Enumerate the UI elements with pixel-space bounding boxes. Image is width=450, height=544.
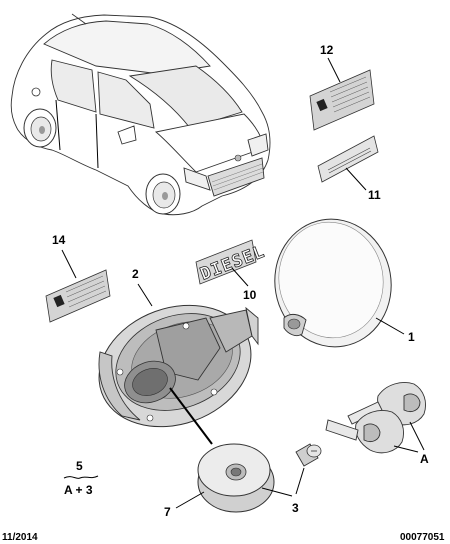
callout-1: 1: [375, 317, 415, 344]
car-illustration: [10, 13, 271, 216]
diesel-label-10: DIESEL: [195, 239, 268, 285]
chinese-info-label-11: [317, 135, 379, 183]
callout-A: A: [393, 421, 429, 466]
callout-7: 7: [164, 491, 205, 519]
fuel-flap-1: [274, 218, 392, 348]
callout-12: 12: [320, 43, 341, 83]
callout-14: 14: [52, 233, 77, 279]
key-2: [325, 410, 404, 454]
svg-text:7: 7: [164, 505, 171, 519]
svg-text:2: 2: [132, 267, 139, 281]
filler-housing-2: [98, 304, 259, 445]
svg-text:11: 11: [368, 188, 381, 202]
fuel-info-label-12: [309, 69, 375, 131]
callout-3: 3: [261, 467, 305, 515]
svg-text:A + 3: A + 3: [64, 483, 93, 497]
footer-date: 11/2014: [2, 532, 38, 543]
callout-11: 11: [345, 167, 381, 202]
svg-text:3: 3: [292, 501, 299, 515]
callout-2: 2: [132, 267, 153, 307]
svg-text:12: 12: [320, 43, 334, 57]
svg-text:5: 5: [76, 459, 83, 473]
svg-text:1: 1: [408, 330, 415, 344]
callout-5: 5 A + 3: [63, 459, 99, 497]
svg-text:14: 14: [52, 233, 66, 247]
svg-text:A: A: [420, 452, 429, 466]
fuel-cap-7: [197, 443, 275, 513]
svg-text:10: 10: [243, 288, 257, 302]
footer-reference: 00077051: [400, 532, 445, 543]
fuel-info-label-14: [45, 269, 111, 323]
callout-10: 10: [231, 267, 257, 302]
lock-barrel: [295, 443, 322, 467]
